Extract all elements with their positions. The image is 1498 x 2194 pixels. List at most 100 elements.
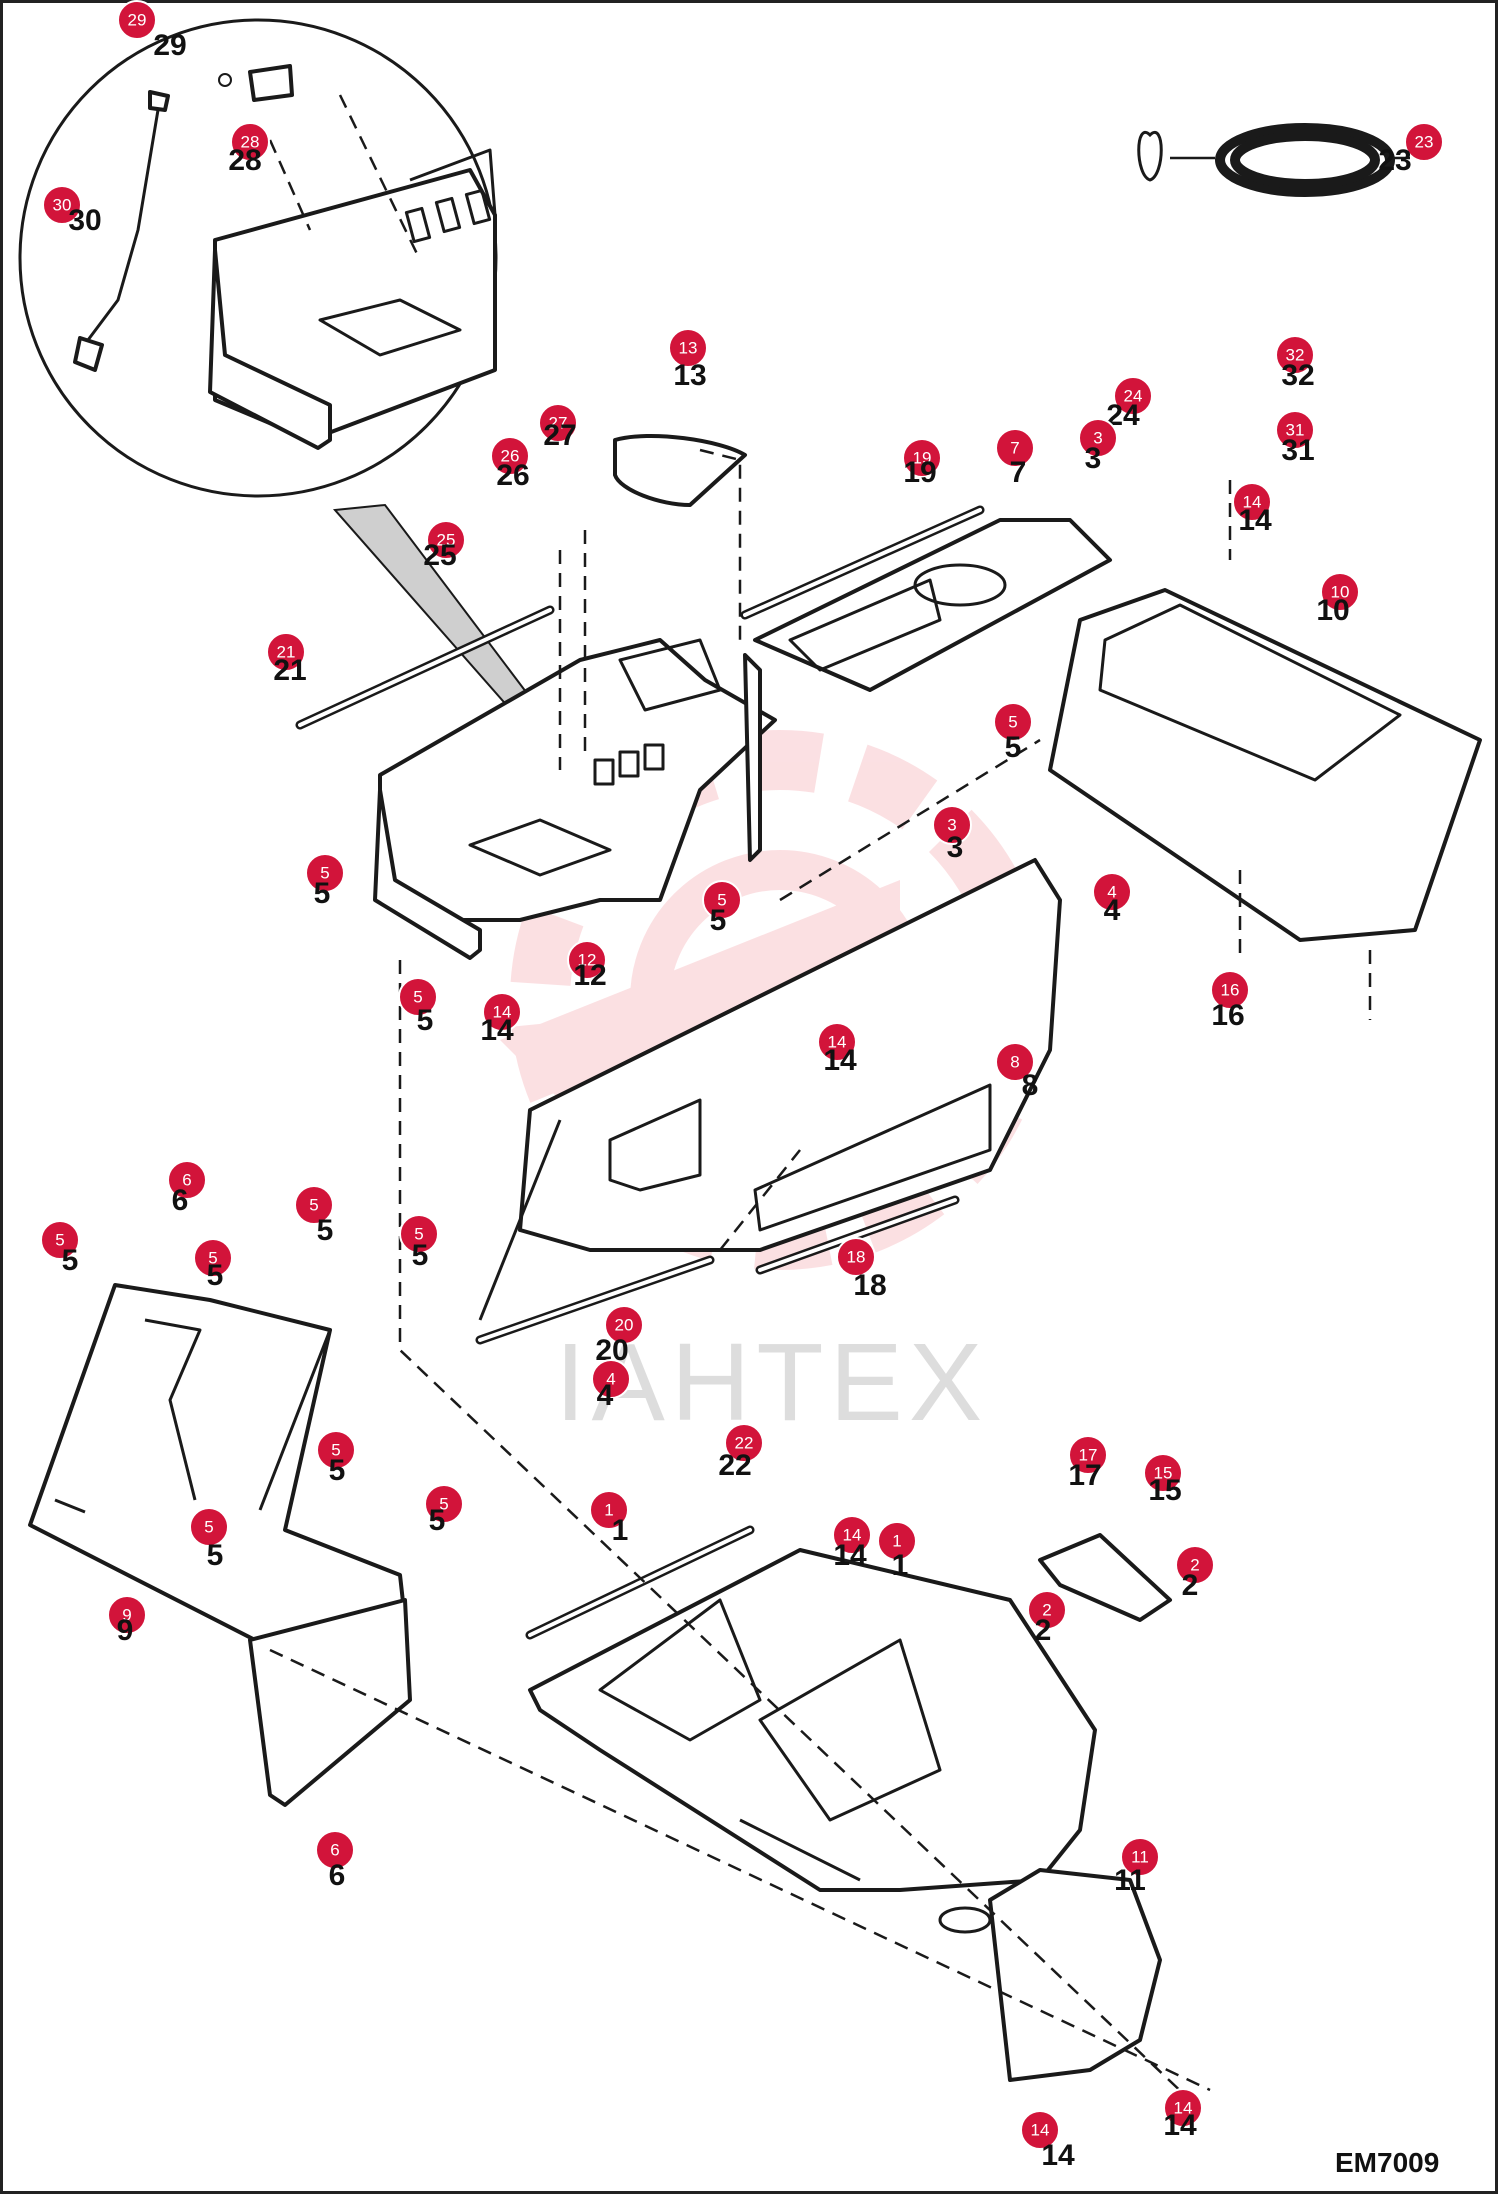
right-tray-assembly	[743, 518, 1482, 942]
callout-badge-1b: 1	[877, 1521, 917, 1561]
callout-badge-label: 9	[122, 1606, 131, 1625]
part-number-14c: 14	[823, 1044, 857, 1077]
callout-badge-5g: 5	[193, 1238, 233, 1278]
callout-badge-27: 27	[538, 403, 578, 443]
callout-badge-5b: 5	[305, 853, 345, 893]
part-number-1a: 1	[612, 1514, 629, 1547]
part-number-5a: 5	[1005, 731, 1022, 764]
callout-badge-4a: 4	[1092, 872, 1132, 912]
callout-badge-label: 4	[1107, 883, 1116, 902]
part-number-5f: 5	[62, 1244, 79, 1277]
callout-badge-label: 5	[320, 864, 329, 883]
callout-badge-14b: 14	[482, 992, 522, 1032]
part-number-28: 28	[228, 144, 261, 177]
callout-badge-20: 20	[604, 1305, 644, 1345]
callout-badge-label: 2	[1042, 1601, 1051, 1620]
callout-badge-label: 13	[679, 339, 698, 358]
part-number-18: 18	[853, 1269, 886, 1302]
part-number-5h: 5	[412, 1239, 429, 1272]
part-number-32: 32	[1281, 359, 1314, 392]
callout-badge-label: 5	[204, 1518, 213, 1537]
part-number-7: 7	[1010, 456, 1027, 489]
callout-badge-10: 10	[1320, 572, 1360, 612]
callout-badge-label: 25	[437, 531, 456, 550]
part-number-4a: 4	[1104, 894, 1121, 927]
callout-badge-14d: 14	[832, 1515, 872, 1555]
part-number-14f: 14	[1041, 2139, 1075, 2172]
part-number-19: 19	[903, 456, 936, 489]
part-number-2a: 2	[1182, 1569, 1199, 1602]
part-number-30: 30	[68, 204, 101, 237]
part-number-5j: 5	[429, 1504, 446, 1537]
callout-badge-label: 14	[843, 1526, 862, 1545]
callout-badge-5c: 5	[702, 880, 742, 920]
console-assembly-12	[373, 434, 777, 960]
callout-badge-label: 14	[828, 1033, 847, 1052]
callout-badge-label: 21	[277, 643, 296, 662]
callout-badge-6a: 6	[167, 1160, 207, 1200]
callout-badge-11: 11	[1120, 1837, 1160, 1877]
callout-badge-32: 32	[1275, 335, 1315, 375]
part-number-3b: 3	[947, 831, 964, 864]
part-number-9: 9	[117, 1614, 134, 1647]
part-number-13: 13	[673, 359, 706, 392]
callout-badge-5h: 5	[399, 1214, 439, 1254]
side-panel-8	[478, 858, 1062, 1321]
callout-badge-label: 10	[1331, 583, 1350, 602]
part-number-5i: 5	[329, 1454, 346, 1487]
callout-badge-5k: 5	[189, 1507, 229, 1547]
callout-badge-label: 8	[1010, 1053, 1019, 1072]
diagram-code: EM7009	[1335, 2147, 1439, 2178]
callout-badge-24: 24	[1113, 376, 1153, 416]
callout-badge-label: 14	[1243, 493, 1262, 512]
callout-badge-label: 5	[309, 1196, 318, 1215]
part-number-29: 29	[153, 29, 186, 62]
part-number-3a: 3	[1085, 442, 1102, 475]
floor-panel-22	[528, 1533, 1172, 2082]
part-number-1b: 1	[892, 1549, 909, 1582]
part-number-11: 11	[1114, 1864, 1146, 1897]
callout-badge-1a: 1	[589, 1490, 629, 1530]
detail-magnifier	[18, 18, 602, 802]
callout-badge-label: 12	[578, 951, 597, 970]
part-number-5d: 5	[417, 1004, 434, 1037]
callout-badge-22: 22	[724, 1423, 764, 1463]
callout-badge-17: 17	[1068, 1435, 1108, 1475]
callout-badge-label: 3	[947, 816, 956, 835]
part-number-26: 26	[496, 459, 529, 492]
callout-badge-label: 5	[55, 1231, 64, 1250]
callout-badge-15: 15	[1143, 1453, 1183, 1493]
part-number-14a: 14	[1238, 504, 1272, 537]
callout-badge-31: 31	[1275, 410, 1315, 450]
callout-badge-28: 28	[230, 122, 270, 162]
part-number-5c: 5	[710, 904, 727, 937]
part-number-27: 27	[543, 419, 576, 452]
callout-badge-label: 7	[1010, 439, 1019, 458]
callout-badge-label: 16	[1221, 981, 1240, 1000]
callout-badge-label: 30	[53, 196, 72, 215]
callout-badge-5j: 5	[424, 1484, 464, 1524]
callout-badge-8: 8	[995, 1042, 1035, 1082]
callout-badge-label: 14	[1031, 2121, 1050, 2140]
part-number-22: 22	[718, 1449, 751, 1482]
callout-badge-21: 21	[266, 632, 306, 672]
callout-badge-14c: 14	[817, 1022, 857, 1062]
callout-badge-18: 18	[836, 1237, 876, 1277]
part-number-23: 23	[1378, 144, 1411, 177]
callout-badge-3b: 3	[932, 805, 972, 845]
part-number-25: 25	[423, 539, 456, 572]
callout-badge-label: 5	[413, 988, 422, 1007]
callout-badge-29: 29	[117, 0, 157, 40]
callout-badge-3a: 3	[1078, 418, 1118, 458]
edge-trim-part-23	[1137, 123, 1410, 197]
callout-badge-4b: 4	[591, 1359, 631, 1399]
callout-badge-5i: 5	[316, 1430, 356, 1470]
callout-badge-12: 12	[567, 940, 607, 980]
callout-badge-16: 16	[1210, 970, 1250, 1010]
part-number-14e: 14	[1163, 2109, 1197, 2142]
part-number-4b: 4	[597, 1379, 614, 1412]
callout-badge-label: 27	[549, 414, 568, 433]
